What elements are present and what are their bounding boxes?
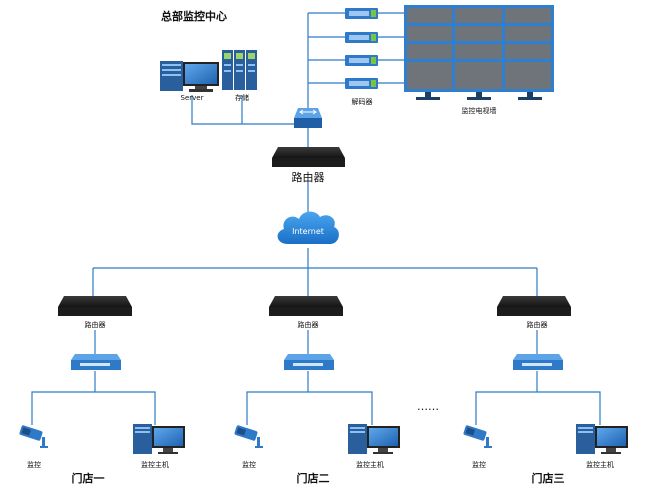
branch-2-host-icon [348,424,400,454]
server-icon [160,61,219,92]
branch-2-camera-icon [234,425,263,448]
decoder-4-icon [345,78,378,89]
branch-3-switch-icon [513,354,563,370]
branch-3: 路由器 监控 监控主机 门店三 [463,296,628,485]
hq-router-label: 路由器 [292,170,325,184]
branch-3-host-label: 监控主机 [586,460,614,469]
branch-1-camera-label: 监控 [27,460,41,469]
decoder-label: 解码器 [352,97,373,106]
branch-2-camera-label: 监控 [242,460,256,469]
storage-icon [222,50,257,90]
branch-1-switch-icon [71,354,121,370]
branch-3-name: 门店三 [532,471,565,485]
internet-label: Internet [292,227,324,236]
branch-2: 路由器 监控 监控主机 门店二 [234,296,400,485]
link-b3-devices [475,391,601,425]
link-server-switch [191,95,303,125]
decoder-3-icon [345,55,378,66]
more-branches-ellipsis: …… [417,400,439,413]
branch-3-host-icon [576,424,628,454]
video-wall-label: 监控电视墙 [462,106,497,115]
link-b1-devices [31,391,156,425]
branch-2-router-label: 路由器 [298,320,319,329]
server-label: Server [181,94,204,102]
branch-1: 路由器 监控 监控主机 门店一 [19,296,185,485]
branch-2-router-icon [269,296,343,316]
branch-2-host-label: 监控主机 [356,460,384,469]
decoder-2-icon [345,32,378,43]
hq-switch-icon [294,108,322,128]
storage-label: 存储 [235,93,249,102]
branch-1-camera-icon [19,425,48,448]
branch-3-router-label: 路由器 [527,320,548,329]
decoder-1-icon [345,8,378,19]
link-b2-devices [246,391,373,425]
branch-1-name: 门店一 [72,471,105,485]
branch-1-router-icon [58,296,132,316]
branch-3-camera-icon [463,425,492,448]
connection-lines [31,12,601,425]
branch-1-router-label: 路由器 [85,320,106,329]
branch-1-host-icon [133,424,185,454]
branch-1-host-label: 监控主机 [141,460,169,469]
branch-2-name: 门店二 [297,471,330,485]
branch-3-router-icon [497,296,571,316]
branch-2-switch-icon [284,354,334,370]
internet-cloud-icon [277,211,339,244]
branch-3-camera-label: 监控 [472,460,486,469]
hq-router-icon [272,147,345,167]
video-wall-icon [404,5,554,100]
hq-title: 总部监控中心 [161,9,227,23]
decoder-group [345,8,378,89]
